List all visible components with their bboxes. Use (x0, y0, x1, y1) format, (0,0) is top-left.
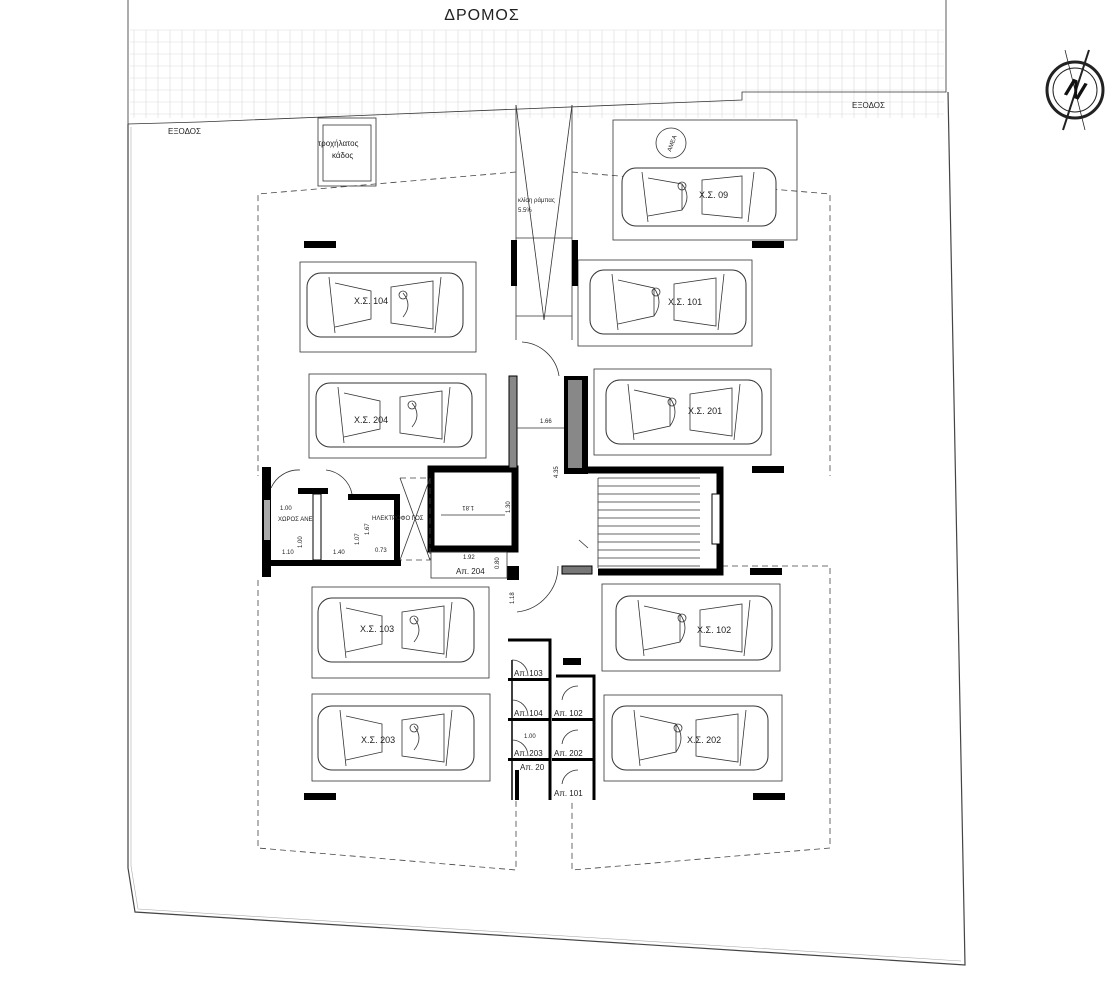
ramp-label-line1: κλίση ράμπας (518, 197, 555, 204)
storage-cluster (508, 638, 596, 800)
dim-room-a: 1.00 (280, 506, 292, 512)
exit-label-left: ΕΞΟΔΟΣ (168, 127, 201, 136)
dashed-outline-left-lower (257, 580, 517, 871)
dim-storage-204: 1.92 (463, 555, 475, 561)
road-edge (127, 0, 947, 125)
road-title: ΔΡΟΜΟΣ (444, 7, 519, 24)
dim-corridor-length: 4.35 (554, 466, 560, 478)
dim-room-f: 1.40 (333, 550, 345, 556)
bin-enclosure (317, 117, 377, 187)
car-slot-101 (589, 269, 747, 335)
disabled-symbol (655, 127, 687, 159)
ramp-label-line2: 5.5% (518, 208, 532, 214)
storage-label-203: Απ. 203 (514, 749, 543, 758)
dim-lift-width: 1.81 (462, 504, 474, 510)
slot-label-201: Χ.Σ. 201 (688, 406, 722, 416)
wheel-stops (304, 240, 785, 800)
slot-label-102: Χ.Σ. 102 (697, 625, 731, 635)
dashed-outline-right-lower (571, 565, 831, 871)
dim-room-g: 0.73 (375, 548, 387, 554)
storage-label-103: Απ. 103 (514, 669, 543, 678)
car-slot-201 (605, 379, 763, 445)
stair-treads (597, 477, 700, 568)
room-label-space: ΧΩΡΟΣ ΑΝΕ (278, 517, 313, 523)
car-slot-103 (317, 597, 475, 663)
ramp (515, 104, 573, 340)
plot-boundary (127, 91, 966, 966)
car-slot-202 (611, 705, 769, 771)
bin-label-line1: τροχήλατος (318, 139, 359, 148)
dim-corridor-width: 1.66 (540, 419, 552, 425)
car-slot-104 (306, 272, 464, 338)
storage-label-202: Απ. 202 (554, 749, 583, 758)
slot-label-203: Χ.Σ. 203 (361, 735, 395, 745)
storage-label-101: Απ. 101 (554, 789, 583, 798)
dim-room-c: 1.07 (355, 533, 361, 545)
room-label-electrical: ΗΛΕΚΤΡΟΦΟ ΓΟΣ (372, 516, 424, 522)
car-slot-203 (317, 705, 475, 771)
car-slot-204 (315, 382, 473, 448)
exit-label-right: ΕΞΟΔΟΣ (852, 101, 885, 110)
dim-corridor-end: 1.18 (510, 592, 516, 604)
slot-label-204: Χ.Σ. 204 (354, 415, 388, 425)
dim-lift-depth: 1.30 (506, 501, 512, 513)
road-paving (130, 29, 944, 118)
north-arrow: N (1045, 49, 1105, 131)
storage-label-20: Απ. 20 (520, 763, 545, 772)
dim-room-b: 1.67 (365, 523, 371, 535)
slot-label-103: Χ.Σ. 103 (360, 624, 394, 634)
central-core (427, 341, 724, 613)
car-slot-09 (621, 167, 777, 227)
dim-storage-204-depth: 0.80 (495, 557, 501, 569)
disabled-label: ΑΜΕΑ (667, 135, 678, 153)
storage-label-102: Απ. 102 (554, 709, 583, 718)
dim-room-e: 1.00 (298, 536, 304, 548)
car-slot-102 (615, 595, 773, 661)
north-label: N (1061, 72, 1090, 107)
slot-label-09: Χ.Σ. 09 (699, 190, 728, 200)
dim-storage-cluster: 1.00 (524, 734, 536, 740)
bin-label-line2: κάδος (332, 151, 353, 160)
storage-204 (430, 551, 508, 579)
slot-label-202: Χ.Σ. 202 (687, 735, 721, 745)
service-rooms (262, 467, 431, 577)
parking-bays (299, 119, 798, 782)
dim-room-d: 1.10 (282, 550, 294, 556)
storage-label-104: Απ. 104 (514, 709, 543, 718)
storage-label-204: Απ. 204 (456, 567, 485, 576)
plot-boundary-inner (130, 127, 962, 962)
slot-label-101: Χ.Σ. 101 (668, 297, 702, 307)
slot-label-104: Χ.Σ. 104 (354, 296, 388, 306)
